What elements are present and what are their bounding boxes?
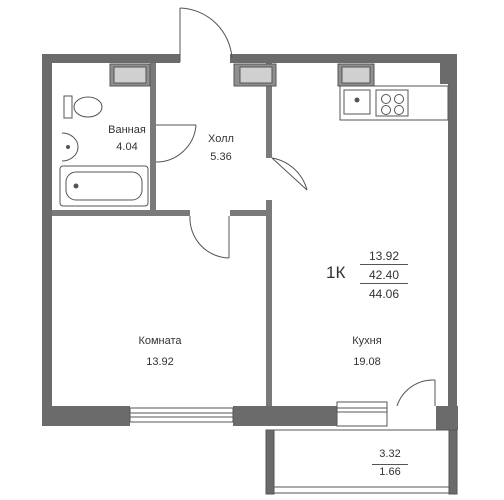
- total-with-balcony: 44.06: [368, 287, 400, 301]
- room-name: Комната: [138, 335, 182, 347]
- room-area: 13.92: [146, 356, 174, 368]
- balcony-area-reduced: 1.66: [372, 464, 408, 479]
- hall-area: 5.36: [210, 151, 232, 163]
- kitchen-name: Кухня: [352, 335, 382, 347]
- interior-walls: [52, 63, 272, 406]
- doors: [155, 7, 436, 407]
- bathroom-name: Ванная: [108, 124, 146, 136]
- windows: [129, 401, 388, 427]
- total-area: 42.40: [360, 268, 408, 284]
- balcony: [265, 429, 458, 495]
- apartment-summary: 1К 13.92 42.40 44.06: [320, 246, 430, 304]
- kitchen-fixtures: [233, 63, 449, 121]
- hall-name: Холл: [208, 133, 234, 145]
- bathroom-fixtures: [59, 63, 151, 207]
- balcony-area-total: 3.32: [379, 448, 401, 460]
- living-area: 13.92: [360, 249, 408, 265]
- kitchen-area: 19.08: [353, 356, 381, 368]
- exterior-walls: [42, 54, 458, 430]
- bathroom-area: 4.04: [116, 141, 138, 153]
- apartment-type: 1К: [326, 263, 346, 282]
